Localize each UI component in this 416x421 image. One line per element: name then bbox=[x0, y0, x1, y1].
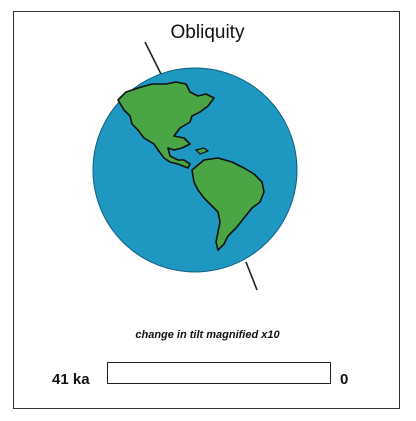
obliquity-panel: Obliquity change in tilt magnified x10 4… bbox=[13, 11, 400, 409]
timeline-start-label: 41 ka bbox=[52, 371, 90, 388]
north-america-landmass bbox=[117, 81, 215, 169]
earth-globe-figure bbox=[92, 41, 298, 291]
timeline-progress-bar[interactable] bbox=[107, 362, 331, 384]
south-america-landmass bbox=[191, 157, 265, 251]
tilt-caption: change in tilt magnified x10 bbox=[135, 329, 280, 341]
panel-title: Obliquity bbox=[170, 22, 245, 43]
timeline-end-label: 0 bbox=[340, 371, 349, 388]
axis-line-bottom bbox=[245, 261, 258, 291]
caribbean-island bbox=[194, 147, 210, 155]
axis-line-top bbox=[144, 41, 162, 75]
